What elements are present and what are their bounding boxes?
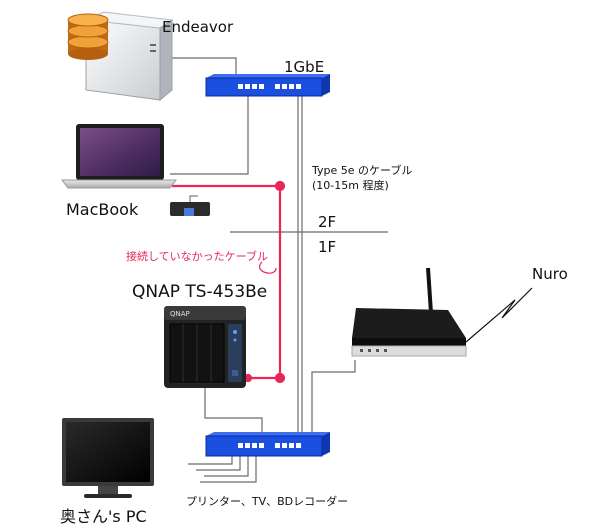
floor-1f-label: 1F [318, 238, 337, 256]
pc-label: 奥さん's PC [60, 507, 147, 526]
cable-note-line1: Type 5e のケーブル [312, 164, 413, 177]
callout-arrow [259, 261, 277, 274]
pc-monitor-icon [62, 418, 154, 498]
endeavor-server-icon [67, 11, 174, 102]
nuro-cable [311, 360, 356, 432]
endeavor-label: Endeavor [162, 18, 234, 36]
printer-cable-2 [196, 456, 241, 471]
macbook-label: MacBook [66, 200, 139, 219]
printer-cable-1 [188, 456, 233, 465]
cable-note-line2: (10-15m 程度) [312, 179, 389, 192]
connection-lines [150, 57, 388, 483]
ethernet-adapter-icon [170, 195, 210, 216]
nuro-label: Nuro [532, 265, 568, 283]
printer-devices-label: プリンター、TV、BDレコーダー [186, 495, 349, 508]
nas-brand-label: QNAP [170, 310, 190, 318]
qnap-nas-icon: QNAP [164, 306, 246, 388]
qnap-label: QNAP TS-453Be [132, 282, 268, 302]
switch-1gbe-icon [205, 74, 330, 97]
database-icon [67, 13, 109, 60]
switch-1f-icon [205, 432, 330, 457]
floor-2f-label: 2F [318, 213, 337, 231]
macbook-cable [170, 96, 249, 175]
wireless-signal-icon [465, 287, 533, 343]
nuro-router-icon [351, 267, 467, 357]
macbook-icon [61, 124, 177, 189]
nas-cable [204, 388, 263, 432]
missing-cable-label: 接続していなかったケーブル [126, 250, 269, 263]
printer-cable-3 [204, 456, 249, 477]
pc-cable [200, 456, 257, 483]
cable-note: Type 5e のケーブル (10-15m 程度) [312, 163, 412, 193]
switch-speed-label: 1GbE [284, 58, 325, 76]
